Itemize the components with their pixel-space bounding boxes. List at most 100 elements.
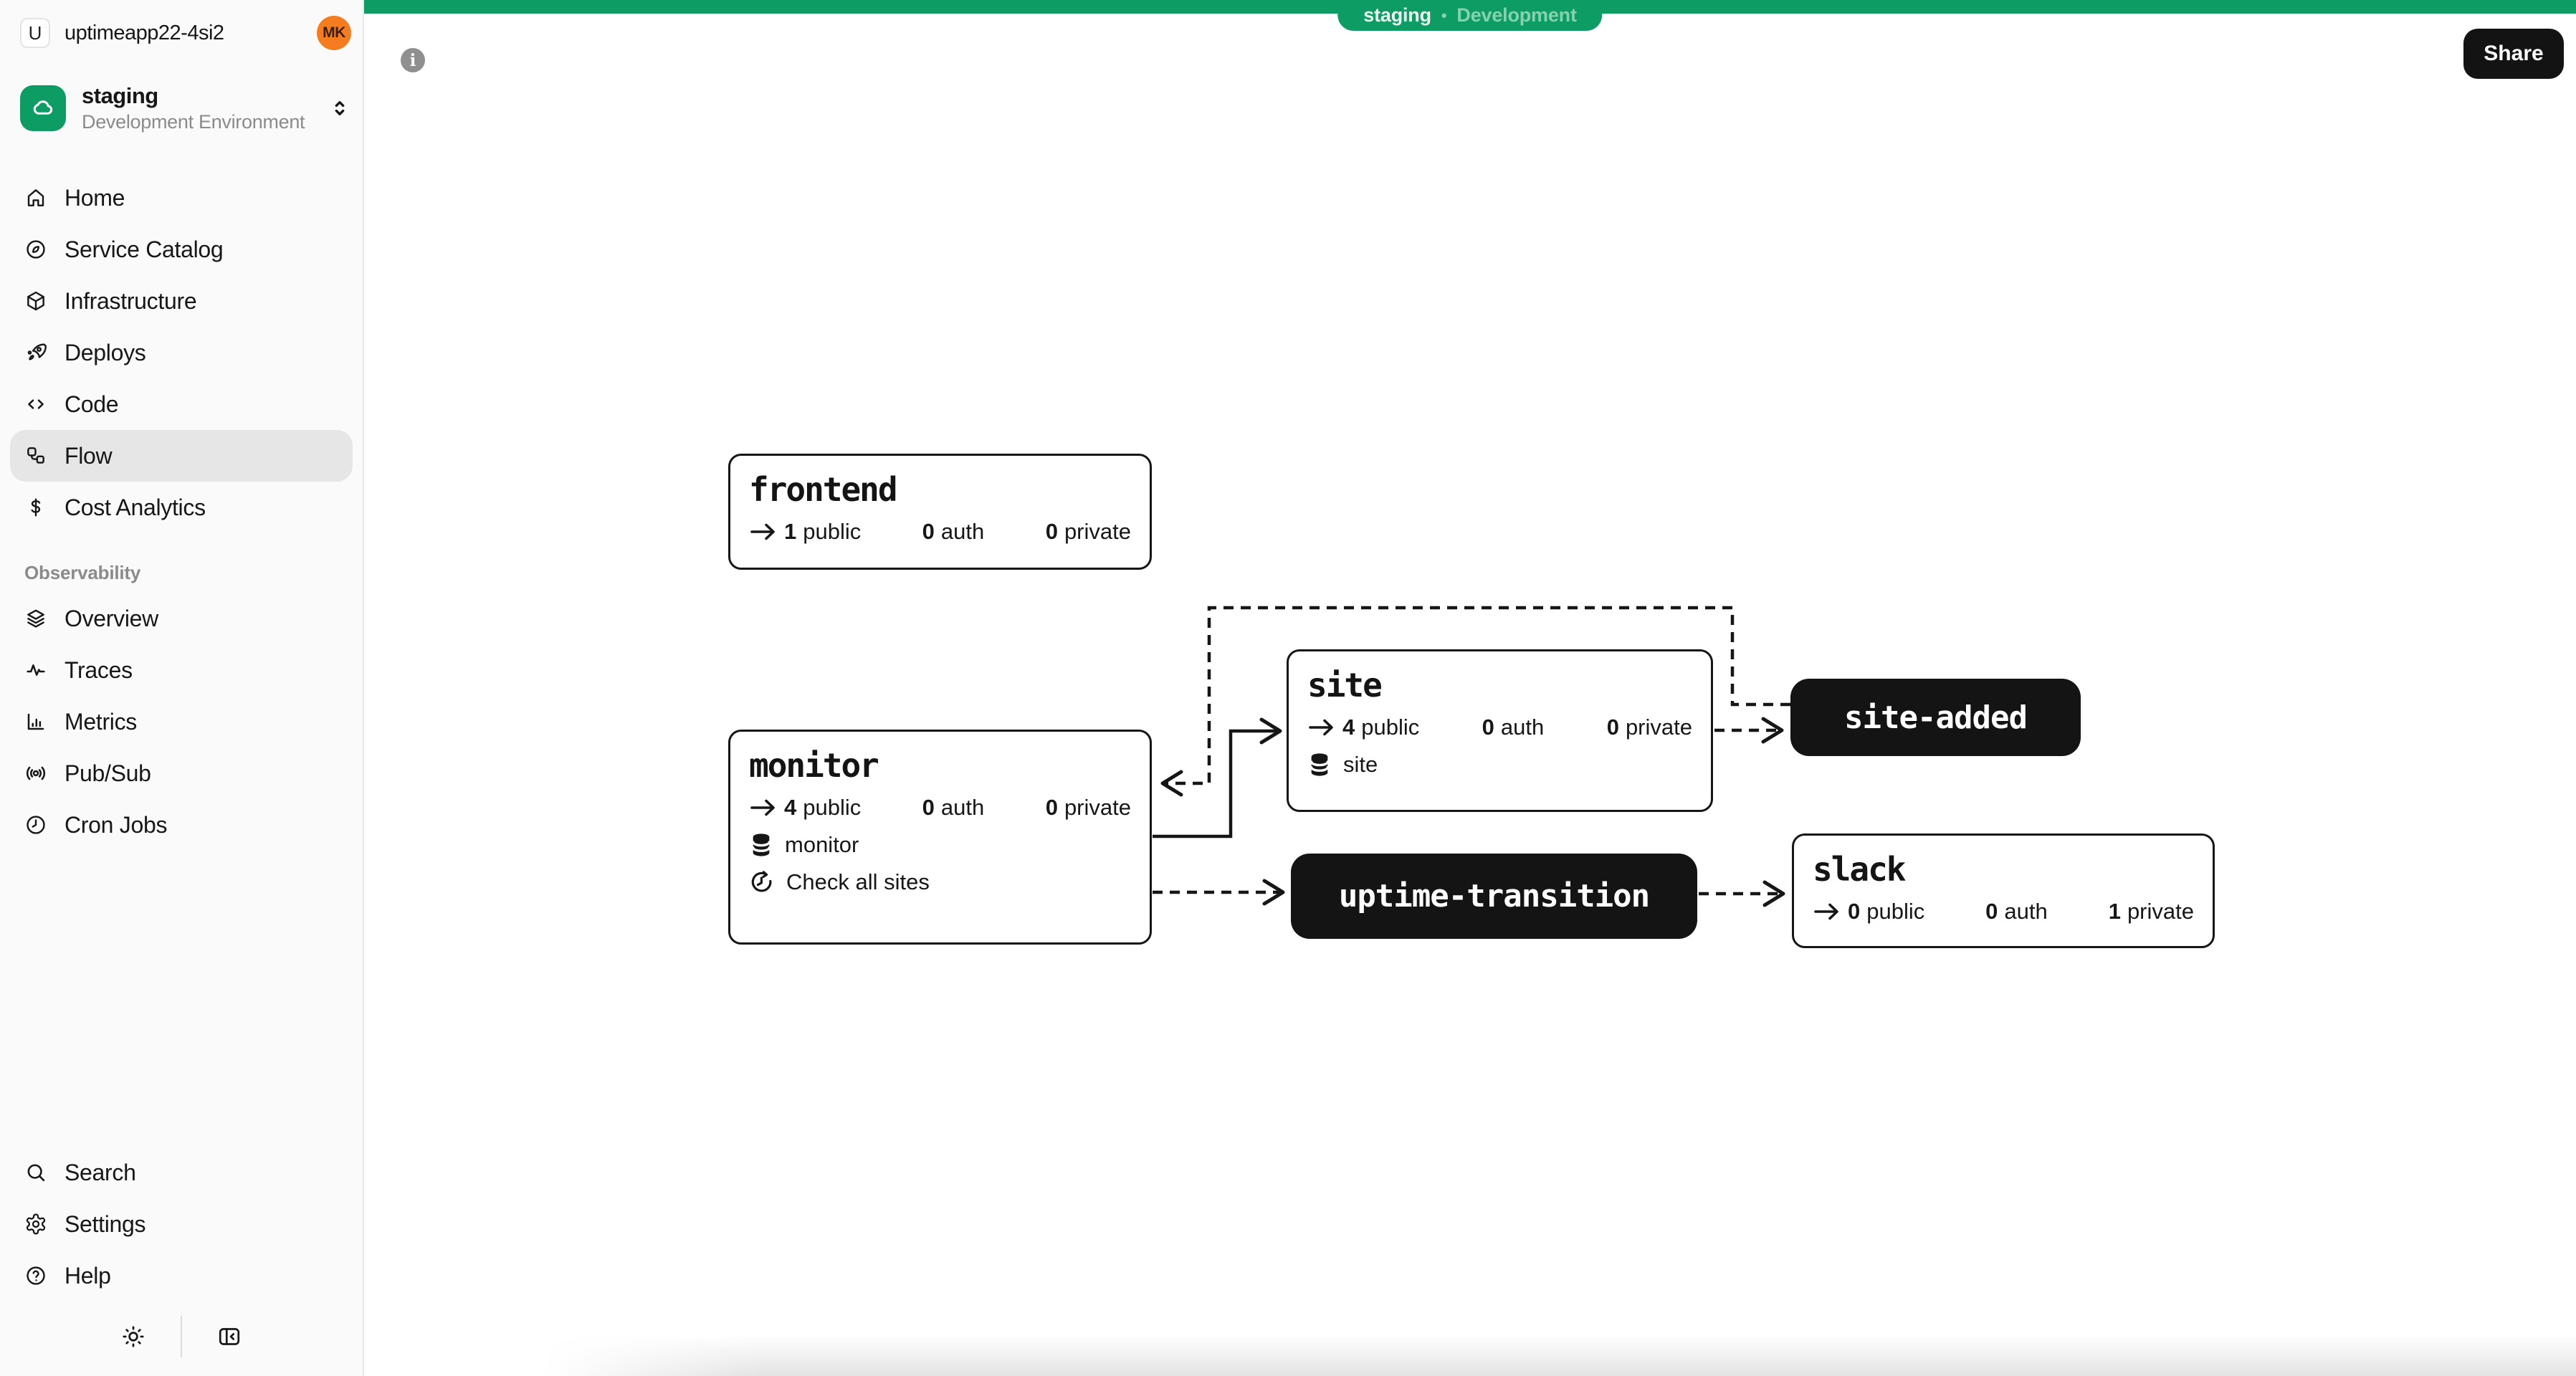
sidebar-item-label: Home [65, 184, 125, 211]
environment-text: staging Development Environment [82, 83, 328, 133]
private-endpoints: 0 private [1045, 519, 1131, 544]
sidebar-item-overview[interactable]: Overview [10, 593, 353, 644]
sidebar-item-help[interactable]: Help [10, 1250, 353, 1301]
cron-name: Check all sites [786, 869, 930, 894]
sidebar-item-label: Service Catalog [65, 236, 224, 262]
sun-icon [120, 1324, 146, 1349]
auth-endpoints: 0 auth [1985, 899, 2048, 924]
endpoints-row: 1 public 0 auth 0 private [749, 519, 1131, 545]
environment-type: Development Environment [82, 111, 305, 133]
topic-name: site-added [1844, 699, 2028, 736]
main-nav: Home Service Catalog Infrastructure [0, 172, 363, 533]
service-node-monitor[interactable]: monitor 4 public 0 auth 0 private [728, 730, 1152, 945]
sidebar-item-settings[interactable]: Settings [10, 1198, 353, 1250]
compass-icon [24, 238, 47, 261]
auth-endpoints: 0 auth [1482, 715, 1545, 740]
cloud-icon [29, 95, 57, 122]
database-row: monitor [749, 831, 1131, 859]
bar-chart-icon [24, 710, 47, 733]
broadcast-icon [24, 762, 47, 785]
search-icon [24, 1161, 47, 1184]
theme-toggle-button[interactable] [119, 1322, 148, 1351]
sidebar-item-deploys[interactable]: Deploys [10, 327, 353, 378]
sidebar-item-flow[interactable]: Flow [10, 430, 353, 482]
endpoints-row: 4 public 0 auth 0 private [1307, 715, 1692, 740]
avatar-initials: MK [323, 24, 345, 41]
auth-endpoints: 0 auth [922, 795, 985, 820]
sidebar-item-label: Cron Jobs [65, 811, 168, 838]
rocket-icon [24, 341, 47, 364]
layers-icon [24, 607, 47, 630]
topic-name: uptime-transition [1338, 878, 1650, 914]
sidebar-item-cron-jobs[interactable]: Cron Jobs [10, 799, 353, 851]
footer-nav: Search Settings Help [0, 1147, 363, 1301]
sidebar-item-label: Pub/Sub [65, 760, 151, 786]
topic-node-uptime-transition[interactable]: uptime-transition [1291, 854, 1697, 939]
sidebar-item-label: Infrastructure [65, 287, 197, 314]
cube-icon [24, 290, 47, 312]
observability-nav: Overview Traces Metrics [0, 593, 363, 851]
public-endpoints: 1 public [749, 519, 861, 545]
service-node-slack[interactable]: slack 0 public 0 auth 1 private [1792, 833, 2215, 948]
sidebar-item-search[interactable]: Search [10, 1147, 353, 1198]
environment-selector[interactable]: staging Development Environment [20, 83, 351, 133]
private-endpoints: 0 private [1045, 795, 1131, 820]
topic-node-site-added[interactable]: site-added [1790, 679, 2081, 756]
sidebar-item-label: Settings [65, 1210, 146, 1237]
service-node-frontend[interactable]: frontend 1 public 0 auth 0 private [728, 454, 1152, 570]
app-name: uptimeapp22-4si2 [65, 21, 224, 44]
sidebar-item-infrastructure[interactable]: Infrastructure [10, 275, 353, 327]
bottom-panel-shadow [543, 1334, 2576, 1376]
service-name: site [1307, 666, 1383, 704]
chevron-up-down-icon [328, 97, 351, 120]
sidebar-item-label: Code [65, 391, 119, 417]
sidebar-item-label: Help [65, 1262, 111, 1289]
badge-env-name: staging [1363, 4, 1431, 26]
public-endpoints: 4 public [1307, 715, 1419, 740]
cron-row: Check all sites [749, 869, 1131, 895]
info-button[interactable]: i [401, 48, 425, 72]
share-button[interactable]: Share [2463, 29, 2564, 79]
gear-icon [24, 1213, 47, 1236]
arrow-right-icon [1813, 902, 1841, 922]
sidebar-item-metrics[interactable]: Metrics [10, 696, 353, 747]
database-name: monitor [785, 832, 859, 857]
avatar[interactable]: MK [317, 16, 351, 50]
endpoints-row: 4 public 0 auth 0 private [749, 795, 1131, 821]
arrow-right-icon [749, 522, 778, 542]
sidebar-spacer [0, 851, 363, 1108]
sidebar-item-label: Overview [65, 605, 158, 631]
panel-collapse-icon [216, 1324, 242, 1349]
environment-icon [20, 85, 66, 131]
info-icon: i [409, 50, 416, 70]
sidebar-bottom-tools [0, 1301, 363, 1372]
sidebar-item-cost-analytics[interactable]: Cost Analytics [10, 482, 353, 533]
badge-dot: • [1441, 6, 1447, 24]
cron-icon [749, 869, 775, 895]
sidebar-item-home[interactable]: Home [10, 172, 353, 224]
service-node-site[interactable]: site 4 public 0 auth 0 private [1287, 649, 1713, 812]
sidebar-item-label: Traces [65, 656, 133, 683]
home-icon [24, 186, 47, 209]
flow-canvas[interactable]: staging • Development i Share frontend [364, 0, 2576, 1376]
sidebar-item-label: Search [65, 1159, 136, 1185]
collapse-sidebar-button[interactable] [215, 1322, 244, 1351]
badge-env-type: Development [1456, 4, 1577, 26]
database-icon [1307, 751, 1332, 778]
app-logo[interactable]: U [20, 18, 50, 48]
sidebar-item-traces[interactable]: Traces [10, 644, 353, 696]
database-icon [749, 831, 773, 859]
sidebar-item-service-catalog[interactable]: Service Catalog [10, 224, 353, 275]
sidebar-item-label: Deploys [65, 339, 146, 366]
auth-endpoints: 0 auth [922, 519, 985, 544]
pulse-icon [24, 659, 47, 682]
app-header: U uptimeapp22-4si2 MK [0, 0, 363, 66]
app-logo-letter: U [28, 22, 42, 44]
private-endpoints: 0 private [1606, 715, 1692, 740]
sidebar: U uptimeapp22-4si2 MK staging Developmen… [0, 0, 364, 1376]
sidebar-item-code[interactable]: Code [10, 378, 353, 430]
service-name: frontend [749, 470, 898, 509]
sidebar-item-pubsub[interactable]: Pub/Sub [10, 747, 353, 799]
service-name: slack [1813, 850, 1906, 889]
public-endpoints: 4 public [749, 795, 861, 821]
